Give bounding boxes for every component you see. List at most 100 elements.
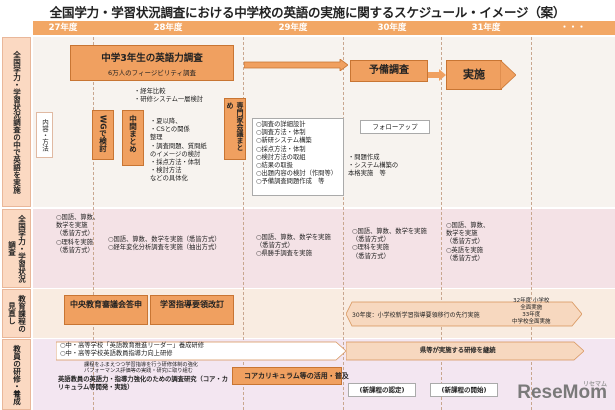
list-a-6: ・採点方法・体制 [150, 159, 201, 167]
new-course-accredit: (新課程の認定) [348, 383, 416, 397]
divider-more [531, 37, 532, 410]
list-a-1: ・夏以降、 [150, 118, 182, 125]
national-28: ○国語、算数、数学を実施（悉皆方式） ○経年変化分析調査を実施（抽出方式） [108, 236, 221, 252]
list-b-8: ○予備調査問題作成 等 [256, 178, 325, 186]
followup-box: フォローアップ [360, 120, 430, 134]
list-a-2: ・CSとの関係 [150, 126, 190, 134]
list-a-5: のイメージの検討 [150, 150, 201, 158]
national-29-1: ○国語、算数、数学を実施 [256, 234, 331, 241]
divider-29 [243, 37, 244, 410]
training-arrow-top [55, 340, 347, 366]
year-more: ・・・ [560, 23, 586, 33]
chuo-box: 中央教育審議会答申 [64, 295, 148, 325]
training-small-2: パフォーマンス評価等の実践・研究に取り組む [84, 368, 193, 374]
curriculum-arrow [345, 292, 583, 340]
list-c-2: ・システム構築の [348, 162, 399, 170]
pref-training-text: 県等が実施する研修を継続 [420, 347, 496, 354]
interim-box-label: 中間まとめ [128, 115, 138, 153]
list-a-7: ・検討方法 [150, 167, 182, 175]
year-27: 27年度 [48, 23, 78, 33]
national-30-4: （悉皆方式） [352, 252, 390, 260]
arrow-head-icon [499, 59, 517, 91]
curriculum-right-2: 全面実施 [520, 305, 543, 311]
year-header-bar [33, 21, 615, 35]
arrow-right-icon-2 [428, 69, 446, 81]
interim-box: 中間まとめ [122, 110, 144, 166]
logo-text: ReseMom [517, 382, 607, 403]
row-label-national: 全国学力・学習状況調査 [2, 209, 31, 288]
list-b-1: ○調査の詳細設計 [256, 121, 306, 128]
list-a-3: 整理 [150, 134, 163, 142]
national-28-2: ○経年変化分析調査を実施（抽出方式） [108, 244, 221, 252]
divider-30 [343, 37, 344, 410]
year-29: 29年度 [278, 23, 308, 33]
training-small-1: 課程をふまえつつ学習指導を行う研修体制の強化 [84, 362, 198, 368]
core-text: コアカリキュラム等の活用・普及 [244, 372, 349, 380]
pre-survey-box: 予備調査 [350, 60, 428, 82]
band-national [33, 209, 615, 288]
big-arrow [499, 59, 517, 94]
reinforce-text: 英語教員の英語力・指導力強化のための調査研究（コア・カリキュラム等開発・実践） [58, 376, 229, 392]
list-c-1: ・問題作成 [348, 154, 380, 161]
list-b-6: ○結果の取扱 [256, 162, 293, 170]
national-27-5: （悉皆方式） [56, 246, 94, 254]
year-31: 31年度 [471, 23, 501, 33]
pref-arrow-icon [345, 341, 585, 361]
list-a-4: ・調査問題、質問紙 [150, 142, 207, 150]
arrow-right-icon [243, 58, 349, 72]
row-label-training: 教員の研修・養成 [2, 339, 31, 410]
curriculum-right-3: 33年度 [522, 312, 541, 318]
list-c-3: 本格実施 等 [348, 170, 386, 178]
national-30-3: ○理科を実施 [352, 244, 389, 252]
list-c: ・問題作成 ・システム構築の 本格実施 等 [348, 154, 398, 179]
national-31-2: 数学を実施 [446, 230, 478, 238]
national-27-4: ○理科を実施 [56, 238, 93, 246]
list-b-3: ○新研システム構築 [256, 137, 312, 145]
list-a-8: などの具体化 [150, 175, 188, 183]
arrow-to-implement [428, 66, 446, 85]
list-b-5: ○検討方法の取組 [256, 153, 306, 161]
national-29-3: ○県勝手調査を実施 [256, 250, 312, 258]
arrow-to-2029 [243, 56, 349, 72]
list-b-7: ○出題内容の検討（作問等） [256, 170, 338, 178]
resemom-logo: リセマム ReseMom [517, 382, 607, 404]
national-31-1: ○国語、算数、 [446, 222, 490, 229]
new-course-start: (新課程の開始) [430, 383, 498, 397]
national-30-1: ○国語、算数、数学を実施 [352, 228, 427, 235]
row-sub-content: 内容・方法 [36, 112, 53, 158]
national-31-5: （悉皆方式） [446, 254, 484, 262]
national-27-3: （悉皆方式） [56, 230, 94, 238]
page-title: 全国学力・学習状況調査における中学校の英語の実施に関するスケジュール・イメージ（… [49, 5, 566, 20]
curriculum-right: 32年度 小学校 全面実施 33年度 中学校全面実施 [512, 298, 551, 326]
survey-note-1: ・経年比較 [134, 88, 166, 95]
row-label-survey: 全国学力・学習状況調査の中で英語を実施 [2, 37, 31, 207]
pref-arrow [345, 340, 585, 366]
english-survey-box: 中学3年生の英語力調査 6万人のフィージビリティ調査 [70, 45, 234, 81]
implement-box: 実施 [446, 60, 502, 90]
national-31-3: （悉皆方式） [446, 238, 484, 246]
national-27-1: ○国語、算数、 [56, 214, 100, 221]
list-b-2: ○調査方法・体制 [256, 129, 306, 137]
national-29-2: （悉皆方式） [256, 242, 294, 250]
divider-28 [93, 37, 94, 410]
national-28-1: ○国語、算数、数学を実施（悉皆方式） [108, 236, 221, 243]
wg-box: WGで検討 [92, 110, 114, 160]
training-item-1: ○中・高等学校「英語教育推進リーダー」養成研修 [60, 342, 205, 349]
core-arrow [232, 367, 342, 385]
survey-note-2: ・研修システム一層検討 [134, 96, 204, 103]
curriculum-right-4: 中学校全面実施 [512, 319, 551, 325]
detailed-design-box: ○調査の詳細設計 ○調査方法・体制 ○新研システム構築 ○採点方法・体制 ○検討… [252, 118, 344, 196]
year-28: 28年度 [153, 23, 183, 33]
english-survey-title: 中学3年生の英語力調査 [101, 53, 203, 64]
expert-box: 専門家会議まとめ [224, 98, 246, 160]
wg-box-label: WGで検討 [98, 115, 108, 152]
national-29: ○国語、算数、数学を実施 （悉皆方式） ○県勝手調査を実施 [256, 234, 331, 259]
divider-31 [441, 37, 442, 410]
shido-box: 学習指導要領改訂 [150, 295, 234, 325]
logo-small-text: リセマム [582, 382, 607, 388]
expert-box-label: 専門家会議まとめ [226, 102, 244, 151]
national-27-2: 数学を実施 [56, 222, 88, 230]
national-31-4: ○英語を実施 [446, 246, 483, 254]
year-30: 30年度 [377, 23, 407, 33]
national-30: ○国語、算数、数学を実施 （悉皆方式） ○理科を実施 （悉皆方式） [352, 228, 427, 261]
